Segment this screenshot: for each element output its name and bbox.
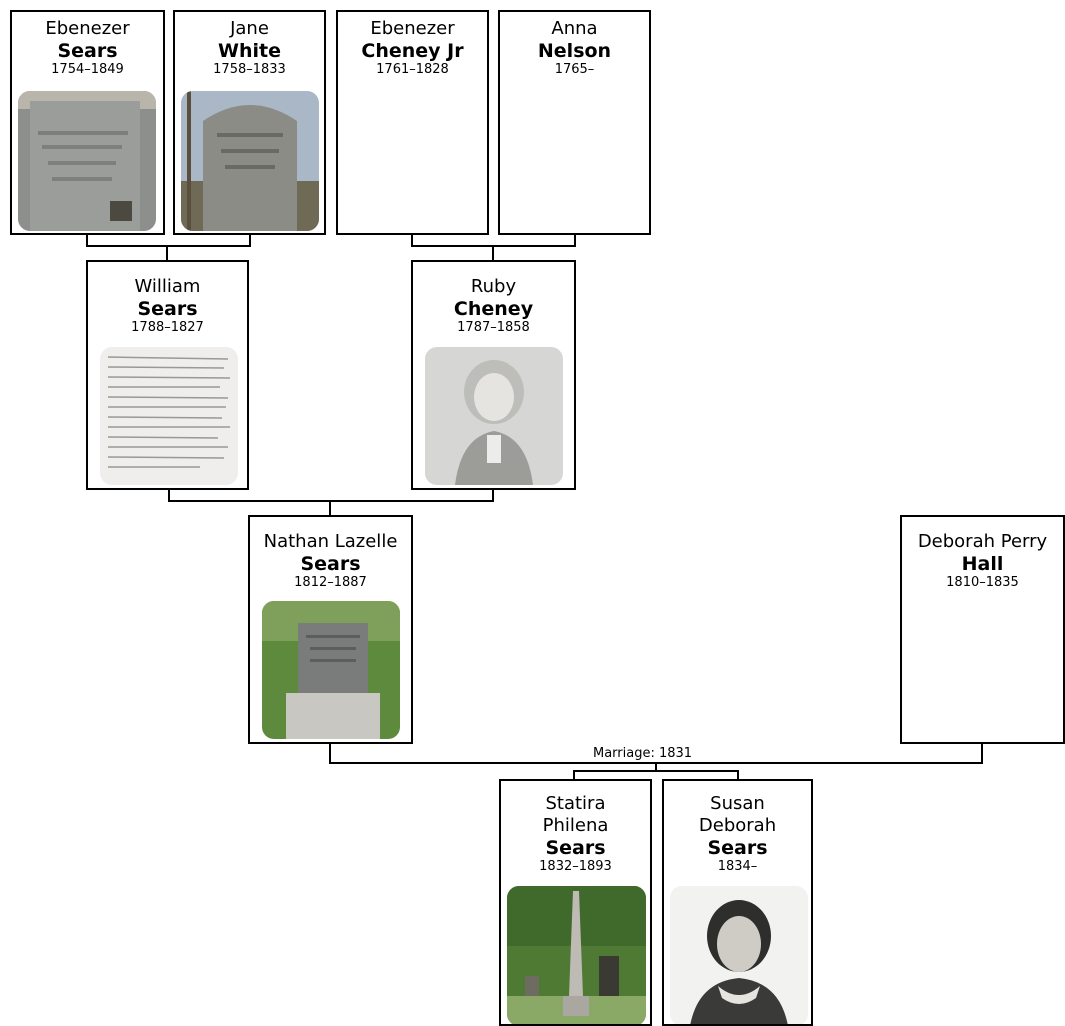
given-name: Ruby [470,276,517,297]
given-name: Jane [230,18,269,39]
given-name: Deborah Perry [917,531,1048,552]
connector-line [737,770,739,780]
person-card-jane-white[interactable]: Jane White 1758–1833 [173,10,326,235]
surname: Nelson [537,40,612,62]
person-card-ebenezer-sears[interactable]: Ebenezer Sears 1754–1849 [10,10,165,235]
connector-line [249,235,251,247]
cemetery-monument-photo [507,886,646,1024]
given-name: William [134,276,201,297]
connector-line [329,500,331,516]
connector-line [86,245,251,247]
connector-line [655,762,657,772]
connector-line [981,744,983,764]
given-name: Susan Deborah [698,793,777,836]
surname: Cheney Jr [361,40,464,62]
surname: Cheney [453,298,534,320]
connector-line [166,245,168,261]
given-name: Ebenezer [370,18,455,39]
portrait-sketch-photo [425,347,563,485]
person-card-statira-sears[interactable]: Statira Philena Sears 1832–1893 [499,779,652,1026]
person-card-nathan-sears[interactable]: Nathan Lazelle Sears 1812–1887 [248,515,413,744]
life-dates: 1788–1827 [131,320,204,335]
marriage-label: Marriage: 1831 [591,746,695,762]
life-dates: 1812–1887 [294,575,367,590]
life-dates: 1765– [554,62,595,77]
connector-line [574,235,576,247]
portrait-photo [670,886,808,1024]
person-card-susan-sears[interactable]: Susan Deborah Sears 1834– [662,779,813,1026]
life-dates: 1758–1833 [213,62,286,77]
surname: Sears [545,837,606,859]
surname: White [218,40,281,62]
connector-line [168,490,170,502]
connector-line [492,245,494,261]
connector-line [168,500,494,502]
life-dates: 1810–1835 [946,575,1019,590]
gravestone-photo [181,91,319,231]
life-dates: 1834– [717,859,758,874]
handwritten-document-photo [100,347,238,485]
surname: Sears [707,837,768,859]
surname: Sears [137,298,198,320]
person-card-william-sears[interactable]: William Sears 1788–1827 [86,260,249,490]
person-card-ebenezer-cheney[interactable]: Ebenezer Cheney Jr 1761–1828 [336,10,489,235]
gravestone-photo [18,91,156,231]
given-name: Anna [551,18,598,39]
given-name: Statira Philena [542,793,609,836]
life-dates: 1761–1828 [376,62,449,77]
given-name: Ebenezer [45,18,130,39]
connector-line [329,744,331,764]
person-card-anna-nelson[interactable]: Anna Nelson 1765– [498,10,651,235]
person-card-ruby-cheney[interactable]: Ruby Cheney 1787–1858 [411,260,576,490]
connector-line [86,235,88,247]
connector-line [573,770,739,772]
life-dates: 1787–1858 [457,320,530,335]
connector-line [411,235,413,247]
connector-line [573,770,575,780]
life-dates: 1754–1849 [51,62,124,77]
surname: Sears [57,40,118,62]
connector-line [492,490,494,502]
person-card-deborah-hall[interactable]: Deborah Perry Hall 1810–1835 [900,515,1065,744]
given-name: Nathan Lazelle [263,531,398,552]
gravestone-photo [262,601,400,739]
surname: Sears [300,553,361,575]
surname: Hall [961,553,1004,575]
life-dates: 1832–1893 [539,859,612,874]
